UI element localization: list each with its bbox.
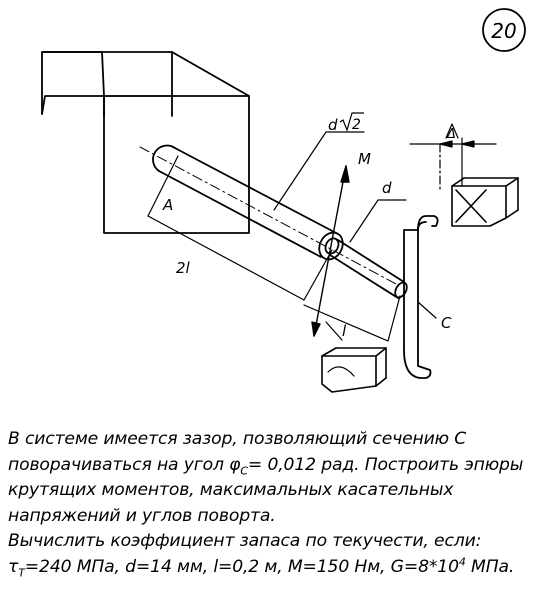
tau-subscript: T [18,566,25,580]
label-l: l [342,322,347,340]
problem-statement: В системе имеется зазор, позволяющий сеч… [8,427,533,581]
problem-number: 20 [491,19,516,43]
problem-line-4: напряжений и углов поворта. [8,505,276,526]
problem-line-6-values: =240 МПа, d=14 мм, l=0,2 м, M=150 Нм, G=… [24,556,459,577]
label-m: M [358,150,371,168]
label-sqrt-radicand: 2 [352,117,361,133]
leader-l [325,321,343,341]
label-a: A [162,196,173,214]
label-2l: 2l [176,259,191,277]
label-d: d [382,179,392,197]
leader-c [417,301,437,319]
tau-symbol: τ [8,556,19,577]
leader-d [349,199,407,243]
problem-line-2-end: = 0,012 рад. Построить эпюры [247,454,524,475]
lower-stop-block [321,347,387,393]
leader-d-sqrt2 [273,131,365,211]
problem-line-6: τT=240 МПа, d=14 мм, l=0,2 м, M=150 Нм, … [8,555,533,581]
shaft-axis-line [139,146,399,286]
torsion-shaft-drawing: 20 d 2 M d A 2l l C Δ [41,8,526,393]
problem-line-2-start: поворачиваться на угол φ [8,454,241,475]
section-a-line [147,155,179,217]
torque-m-arrow [311,165,350,337]
label-gap: Δ [446,127,456,142]
dimension-l [303,295,401,342]
dimension-2l [147,215,333,301]
power-superscript: 4 [458,555,466,569]
problem-line-6-end: МПа. [465,556,515,577]
label-d-sqrt2: d [328,116,338,134]
problem-line-2: поворачиваться на угол φC= 0,012 рад. По… [8,453,533,479]
thick-shaft-section [152,144,344,261]
fixed-wall-block [41,51,250,234]
label-c: C [441,314,452,332]
upper-stop-block [451,177,519,227]
problem-line-3: крутящих моментов, максимальных касатель… [8,480,454,501]
problem-line-5: Вычислить коэффициент запаса по текучест… [8,531,482,552]
phi-subscript: C [240,464,248,478]
problem-number-circle [482,8,526,52]
gap-dimension [409,123,497,191]
lever-arm-c [403,215,439,379]
problem-line-1: В системе имеется зазор, позволяющий сеч… [8,429,467,449]
sqrt-sign [339,112,364,132]
